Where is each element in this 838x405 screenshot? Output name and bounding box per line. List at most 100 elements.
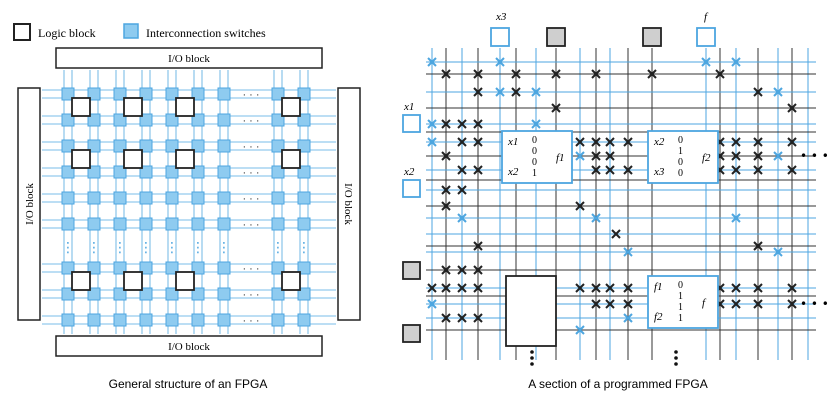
- lut-f1-output: f1: [556, 152, 565, 164]
- vertical-ellipsis: ⋮: [87, 240, 101, 256]
- interconnection-switch: [297, 165, 311, 179]
- programmed-switch-dark: [753, 241, 763, 251]
- lut-f: [647, 275, 719, 329]
- left-io-blocks: I/O block I/O block I/O block I/O block: [17, 47, 361, 357]
- interconnection-switch: [87, 165, 101, 179]
- interconnection-switch: [271, 191, 285, 205]
- programmed-switch-dark: [511, 87, 521, 97]
- logic-block: [123, 97, 143, 117]
- interconnection-switch: [113, 261, 127, 275]
- interconnection-switch: [191, 113, 205, 127]
- programmed-switch-dark: [591, 283, 601, 293]
- lut-f1: [501, 130, 573, 184]
- lut-f1-bit: 0: [532, 135, 537, 146]
- programmed-switch-dark: [473, 69, 483, 79]
- programmed-switch-blue: [623, 313, 633, 323]
- logic-block: [175, 271, 195, 291]
- io-block-right-label: I/O block: [342, 183, 354, 225]
- legend: Logic block Interconnection switches: [13, 23, 266, 41]
- interconnection-switch: [165, 165, 179, 179]
- logic-block: [71, 149, 91, 169]
- programmed-switch-dark: [605, 283, 615, 293]
- programmed-switch-dark: [511, 69, 521, 79]
- programmed-switch-dark: [647, 69, 657, 79]
- programmed-switch-dark: [753, 137, 763, 147]
- io-pad-x2: [402, 179, 421, 198]
- programmed-switch-dark: [473, 87, 483, 97]
- logic-block: [123, 149, 143, 169]
- lut-f1-input: x2: [507, 166, 519, 178]
- interconnection-switch: [165, 139, 179, 153]
- interconnection-switch: [217, 139, 231, 153]
- interconnection-switch: [165, 313, 179, 327]
- legend-logic-block-swatch: [13, 23, 31, 41]
- programmed-switch-blue: [773, 247, 783, 257]
- vertical-ellipsis: ⋮: [61, 240, 75, 256]
- programmed-switch-dark: [753, 283, 763, 293]
- interconnection-switch: [297, 191, 311, 205]
- programmed-switch-blue: [623, 247, 633, 257]
- interconnection-switch: [217, 113, 231, 127]
- lut-f-input: f1: [654, 281, 663, 293]
- programmed-switch-dark: [753, 165, 763, 175]
- programmed-switch-dark: [787, 165, 797, 175]
- io-pad-left-gray: [402, 261, 421, 280]
- interconnection-switch: [217, 217, 231, 231]
- interconnection-switch: [297, 261, 311, 275]
- horizontal-dots: • • •: [800, 297, 829, 311]
- logic-block: [175, 149, 195, 169]
- lut-f-bit: 1: [678, 313, 683, 324]
- interconnection-switch: [87, 261, 101, 275]
- io-pad-left-gray: [402, 324, 421, 343]
- vertical-dots: [530, 356, 534, 360]
- lut-f1-bit: 1: [532, 168, 537, 179]
- interconnection-switch: [87, 217, 101, 231]
- lut-f2-input: x2: [653, 136, 665, 148]
- interconnection-switch: [297, 139, 311, 153]
- lut-f2-bit: 0: [678, 168, 683, 179]
- vertical-ellipsis: ⋮: [217, 240, 231, 256]
- programmed-switch-blue: [575, 325, 585, 335]
- programmed-switch-blue: [701, 57, 711, 67]
- interconnection-switch: [271, 87, 285, 101]
- interconnection-switch: [271, 287, 285, 301]
- interconnection-switch: [191, 313, 205, 327]
- programmed-switch-dark: [441, 69, 451, 79]
- vertical-ellipsis: ⋮: [297, 240, 311, 256]
- programmed-switch-dark: [473, 241, 483, 251]
- interconnection-switch: [61, 139, 75, 153]
- programmed-switch-blue: [731, 57, 741, 67]
- interconnection-switch: [113, 217, 127, 231]
- horizontal-ellipsis: · · ·: [242, 289, 259, 301]
- programmed-switch-dark: [551, 69, 561, 79]
- interconnection-switch: [113, 287, 127, 301]
- label-x3: x3: [495, 11, 507, 23]
- vertical-ellipsis: ⋮: [165, 240, 179, 256]
- interconnection-switch: [271, 261, 285, 275]
- io-block-right: [337, 87, 361, 321]
- interconnection-switch: [191, 165, 205, 179]
- programmed-switch-dark: [605, 299, 615, 309]
- interconnection-switch: [61, 113, 75, 127]
- left-caption: General structure of an FPGA: [109, 377, 268, 391]
- programmed-switch-dark: [611, 229, 621, 239]
- programmed-switch-dark: [787, 283, 797, 293]
- programmed-switch-blue: [531, 87, 541, 97]
- right-caption: A section of a programmed FPGA: [528, 377, 707, 391]
- interconnection-switch: [271, 139, 285, 153]
- programmed-switch-blue: [575, 151, 585, 161]
- interconnection-switch: [297, 287, 311, 301]
- programmed-switch-dark: [441, 119, 451, 129]
- interconnection-switch: [113, 139, 127, 153]
- programmed-switch-dark: [731, 151, 741, 161]
- programmed-switch-dark: [591, 299, 601, 309]
- interconnection-switch: [165, 191, 179, 205]
- programmed-switch-blue: [427, 119, 437, 129]
- interconnection-switch: [61, 287, 75, 301]
- interconnection-switch: [297, 113, 311, 127]
- left-interconnect-grid: · · ·· · ·· · ·· · ·· · ·· · ·· · ·· · ·…: [42, 70, 336, 334]
- interconnection-switch: [217, 313, 231, 327]
- programmed-switch-dark: [591, 137, 601, 147]
